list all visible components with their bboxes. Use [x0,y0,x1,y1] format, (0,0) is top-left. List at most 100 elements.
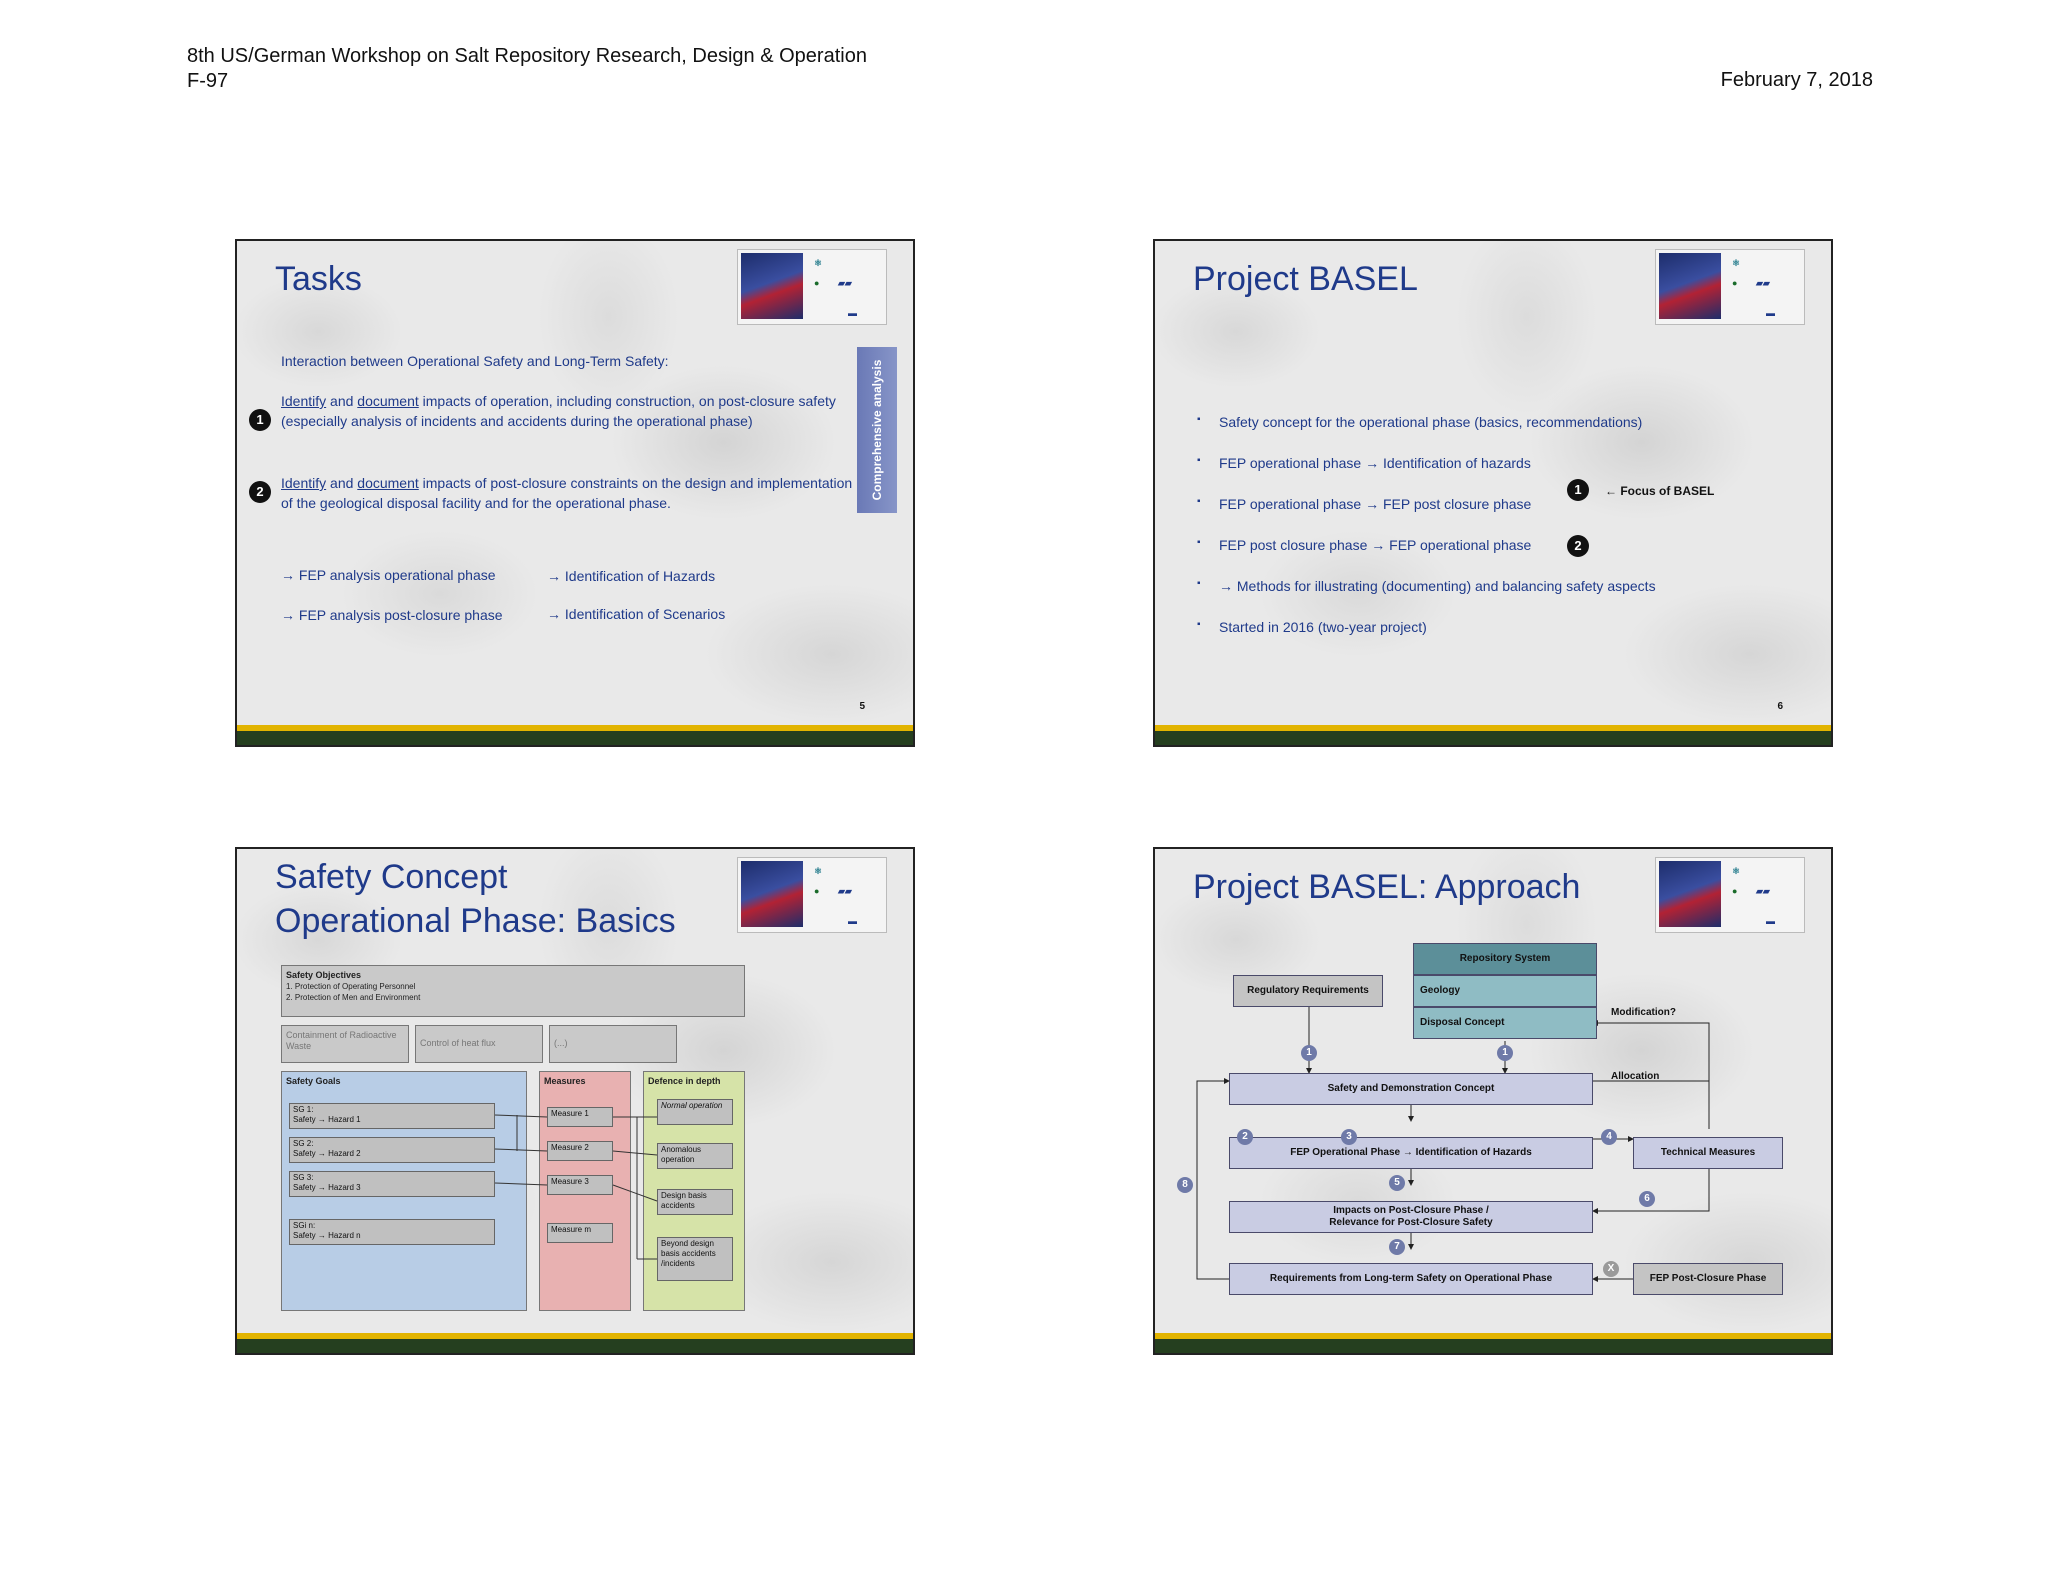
repository-system-box: Repository System [1413,943,1597,975]
safety-goal-3: SG 3: Safety → Hazard 3 [289,1171,495,1197]
workshop-logo-image [741,253,803,319]
allocation-label: Allocation [1611,1071,1660,1082]
green-band [1155,731,1831,745]
step-badge-3: 3 [1341,1129,1357,1145]
covra-logo-icon: ▬ [1766,308,1775,318]
requirements-long-term-box: Requirements from Long-term Safety on Op… [1229,1263,1593,1295]
yellow-band [237,1333,913,1339]
bullet-item: → Methods for illustrating (documenting)… [1197,578,1656,594]
step-badge-1a: 1 [1301,1045,1317,1061]
safety-demonstration-concept-box: Safety and Demonstration Concept [1229,1073,1593,1105]
bullet-item: FEP post closure phase → FEP operational… [1197,537,1531,553]
workshop-logo-image [1659,253,1721,319]
defence-anomalous: Anomalous operation [657,1143,733,1169]
task-item-2: Identify and document impacts of post-cl… [281,475,853,511]
task-item-1: Identify and document impacts of operati… [281,393,836,429]
sandia-logo-icon: ⚛ [1732,258,1741,268]
workshop-logo-image [741,861,803,927]
covra-logo-icon: ▬ [1766,916,1775,926]
green-band [237,731,913,745]
measure-m: Measure m [547,1223,613,1243]
slide-tasks: Tasks ⚛ ● ▰▰ ▬ Interaction between Opera… [235,239,915,747]
impacts-post-closure-box: Impacts on Post-Closure Phase / Relevanc… [1229,1201,1593,1233]
energy-logo-icon: ● [1732,886,1738,896]
page-number: 5 [859,701,865,712]
nnsa-logo-icon: ▰▰ [838,278,852,288]
page-number: 6 [1777,701,1783,712]
slide-title: Project BASEL: Approach [1193,868,1581,906]
energy-logo-icon: ● [1732,278,1738,288]
safety-goal-1: SG 1: Safety → Hazard 1 [289,1103,495,1129]
regulatory-requirements-box: Regulatory Requirements [1233,975,1383,1007]
number-badge-2: 2 [249,481,271,503]
step-badge-1b: 1 [1497,1045,1513,1061]
heat-flux-box: Control of heat flux [415,1025,543,1063]
safety-objectives-box: Safety Objectives 1. Protection of Opera… [281,965,745,1017]
yellow-band [1155,725,1831,731]
document-code: F-97 [187,70,229,92]
energy-logo-icon: ● [814,278,820,288]
workshop-logo: ⚛ ● ▰▰ ▬ [1655,249,1805,325]
yellow-band [237,725,913,731]
geology-box: Geology [1413,975,1597,1007]
defence-normal: Normal operation [657,1099,733,1125]
step-badge-x: X [1603,1261,1619,1277]
number-badge-1: 1 [249,409,271,431]
covra-logo-icon: ▬ [848,308,857,318]
fep-operational-phase-box: FEP Operational Phase → Identification o… [1229,1137,1593,1169]
more-box: (...) [549,1025,677,1063]
measure-2: Measure 2 [547,1141,613,1161]
arrow-item-hazards: → Identification of Hazards [547,568,716,584]
fep-post-closure-box: FEP Post-Closure Phase [1633,1263,1783,1295]
green-band [1155,1339,1831,1353]
focus-label: ← Focus of BASEL [1605,484,1715,498]
workshop-logo: ⚛ ● ▰▰ ▬ [737,857,887,933]
disposal-concept-box: Disposal Concept [1413,1007,1597,1039]
step-badge-4: 4 [1601,1129,1617,1145]
green-band [237,1339,913,1353]
workshop-logo: ⚛ ● ▰▰ ▬ [1655,857,1805,933]
bullet-item: Started in 2016 (two-year project) [1197,619,1427,635]
slide-title: Project BASEL [1193,260,1418,298]
safety-goal-2: SG 2: Safety → Hazard 2 [289,1137,495,1163]
slide-project-basel: Project BASEL ⚛ ● ▰▰ ▬ Safety concept fo… [1153,239,1833,747]
slide-safety-concept: Safety Concept Operational Phase: Basics… [235,847,915,1355]
defence-beyond-design: Beyond design basis accidents /incidents [657,1237,733,1281]
technical-measures-box: Technical Measures [1633,1137,1783,1169]
number-badge-2: 2 [1567,535,1589,557]
arrow-item-fep-operational: → FEP analysis operational phase [281,567,496,583]
sandia-logo-icon: ⚛ [1732,866,1741,876]
bullet-item: Safety concept for the operational phase… [1197,414,1642,430]
sandia-logo-icon: ⚛ [814,866,823,876]
step-badge-5: 5 [1389,1175,1405,1191]
step-badge-7: 7 [1389,1239,1405,1255]
sandia-logo-icon: ⚛ [814,258,823,268]
modification-label: Modification? [1611,1007,1676,1018]
bullet-item: FEP operational phase → FEP post closure… [1197,496,1531,512]
arrow-item-scenarios: → Identification of Scenarios [547,606,726,622]
slide-title: Tasks [275,260,362,298]
measure-3: Measure 3 [547,1175,613,1195]
nnsa-logo-icon: ▰▰ [838,886,852,896]
arrow-item-fep-post-closure: → FEP analysis post-closure phase [281,607,503,623]
number-badge-1: 1 [1567,479,1589,501]
defence-design-basis: Design basis accidents [657,1189,733,1215]
step-badge-6: 6 [1639,1191,1655,1207]
slide-title: Safety Concept Operational Phase: Basics [275,858,676,940]
safety-concept-connectors [494,1114,658,1260]
step-badge-8: 8 [1177,1177,1193,1193]
bullet-item: FEP operational phase → Identification o… [1197,455,1531,471]
workshop-logo-image [1659,861,1721,927]
header-left: 8th US/German Workshop on Salt Repositor… [187,44,867,94]
workshop-title: 8th US/German Workshop on Salt Repositor… [187,45,867,67]
safety-goal-n: SGi n: Safety → Hazard n [289,1219,495,1245]
step-badge-2: 2 [1237,1129,1253,1145]
energy-logo-icon: ● [814,886,820,896]
yellow-band [1155,1333,1831,1339]
covra-logo-icon: ▬ [848,916,857,926]
header-date: February 7, 2018 [1720,69,1873,91]
containment-box: Containment of Radioactive Waste [281,1025,409,1063]
intro-text: Interaction between Operational Safety a… [281,353,669,369]
nnsa-logo-icon: ▰▰ [1756,886,1770,896]
slide-basel-approach: Project BASEL: Approach ⚛ ● ▰▰ ▬ Reposit… [1153,847,1833,1355]
